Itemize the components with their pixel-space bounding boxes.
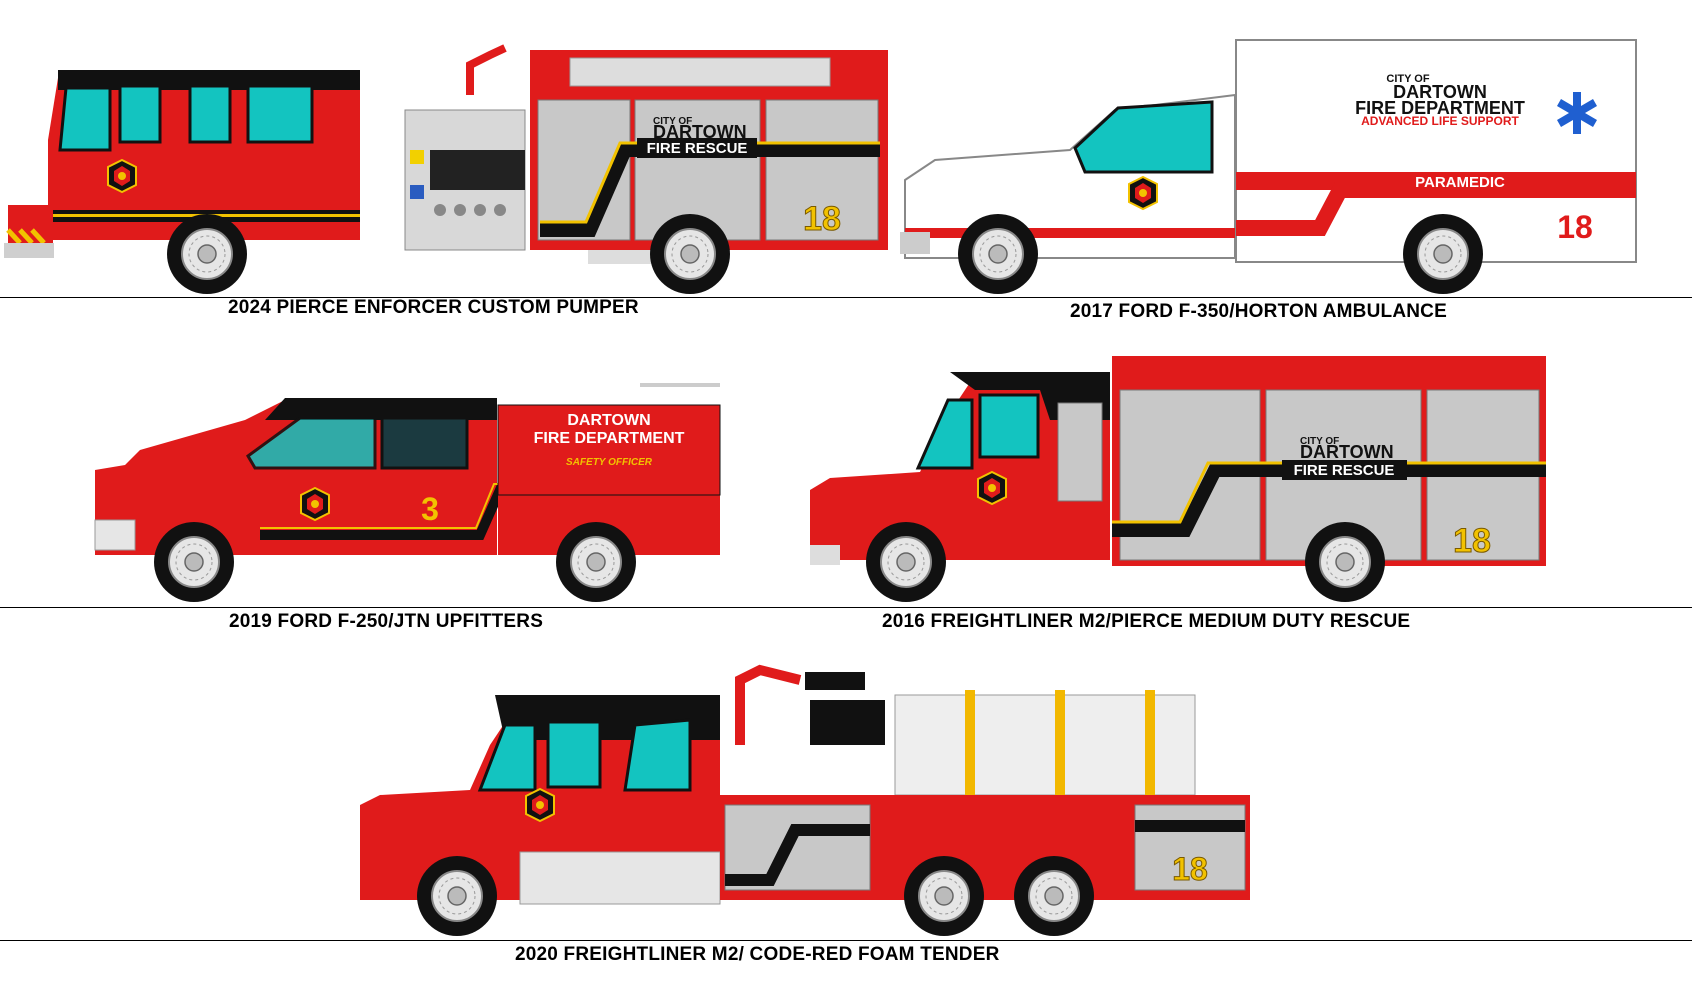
ambulance-unit-number: 18 xyxy=(1557,209,1593,245)
ground-line-2 xyxy=(0,607,1692,608)
tender-caption: 2020 FREIGHTLINER M2/ CODE-RED FOAM TEND… xyxy=(515,944,1000,965)
star-of-life-icon xyxy=(1557,92,1597,134)
ambulance-fire-department: FIRE DEPARTMENT xyxy=(1355,98,1525,118)
pumper-dartown: DARTOWN xyxy=(653,122,747,142)
pickup-fire-department: FIRE DEPARTMENT xyxy=(534,430,685,447)
rescue-unit-number: 18 xyxy=(1453,522,1491,560)
safety-officer-pickup: 3 DARTOWN FIRE DEPARTMENT SAFETY OFFICER xyxy=(94,383,721,603)
pickup-caption: 2019 FORD F-250/JTN UPFITTERS xyxy=(229,611,544,632)
ground-line-3 xyxy=(0,940,1692,941)
pumper-truck: CITY OF DARTOWN FIRE RESCUE 18 xyxy=(4,44,888,295)
ground-line-1 xyxy=(0,297,1692,298)
ambulance-dartown: DARTOWN xyxy=(1393,82,1487,102)
rescue-fire-rescue-banner: FIRE RESCUE xyxy=(1294,462,1395,479)
ambulance-caption: 2017 FORD F-350/HORTON AMBULANCE xyxy=(1070,301,1447,322)
tender-unit-number: 18 xyxy=(1172,851,1208,887)
ambulance-truck: CITY OF DARTOWN FIRE DEPARTMENT ADVANCED… xyxy=(900,39,1637,295)
pumper-unit-number: 18 xyxy=(803,200,841,238)
pickup-safety-officer: SAFETY OFFICER xyxy=(566,457,653,468)
ambulance-paramedic-label: PARAMEDIC xyxy=(1415,174,1505,191)
rescue-caption: 2016 FREIGHTLINER M2/PIERCE MEDIUM DUTY … xyxy=(882,611,1411,632)
pickup-dartown: DARTOWN xyxy=(567,412,650,429)
rescue-city-of: CITY OF xyxy=(1300,436,1339,447)
foam-tender: 18 xyxy=(360,664,1250,937)
pickup-unit-number: 3 xyxy=(421,491,439,527)
ambulance-city-of: CITY OF xyxy=(1386,73,1429,85)
pumper-caption: 2024 PIERCE ENFORCER CUSTOM PUMPER xyxy=(228,297,639,318)
pumper-fire-rescue-banner: FIRE RESCUE xyxy=(647,140,748,157)
rescue-dartown: DARTOWN xyxy=(1300,442,1394,462)
medium-duty-rescue: CITY OF DARTOWN FIRE RESCUE 18 xyxy=(810,356,1546,603)
pumper-city-of: CITY OF xyxy=(653,116,692,127)
ambulance-als: ADVANCED LIFE SUPPORT xyxy=(1361,114,1519,128)
